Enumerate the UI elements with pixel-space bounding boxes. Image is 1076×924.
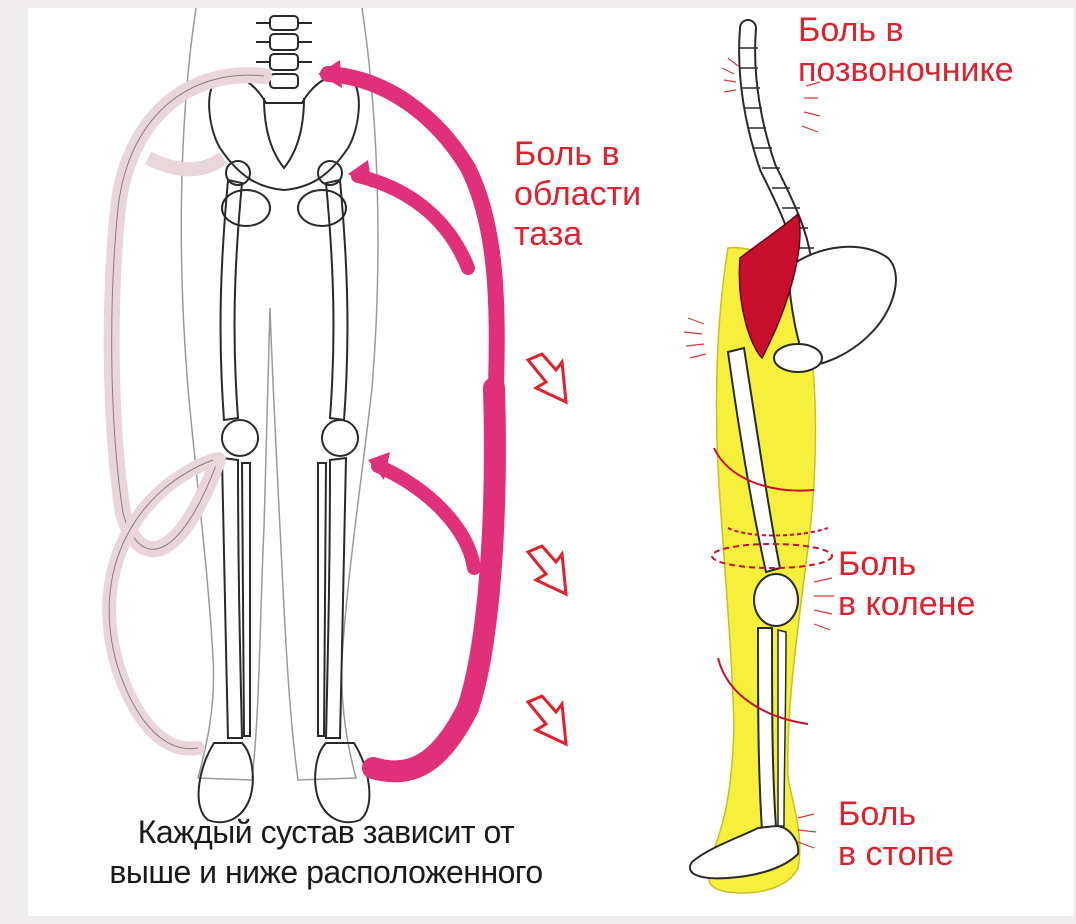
pink-arrow-spine bbox=[328, 74, 497, 388]
caption-line-1: Каждый сустав зависит от bbox=[46, 812, 606, 852]
transition-arrows bbox=[528, 354, 566, 744]
label-pelvis-pain: Боль в области таза bbox=[514, 134, 641, 254]
pink-arrow-pelvis bbox=[358, 176, 468, 268]
right-foot bbox=[315, 743, 369, 822]
front-skeleton bbox=[181, 8, 378, 822]
pink-arrow-foot bbox=[373, 388, 495, 771]
left-tibia bbox=[222, 458, 242, 738]
transition-arrow-1 bbox=[528, 354, 566, 402]
left-foot bbox=[199, 743, 253, 822]
side-knee bbox=[754, 574, 798, 626]
caption: Каждый сустав зависит от выше и ниже рас… bbox=[46, 812, 606, 892]
left-fibula bbox=[242, 463, 250, 736]
diagram-canvas: Боль в позвоночнике Боль в области таза … bbox=[28, 8, 1074, 916]
label-foot-pain: Боль в стопе bbox=[838, 794, 954, 874]
right-fibula bbox=[318, 463, 326, 736]
pink-arrow-knee bbox=[378, 466, 474, 568]
left-knee bbox=[222, 420, 258, 456]
transition-arrow-3 bbox=[528, 696, 566, 744]
transition-arrow-2 bbox=[528, 546, 566, 594]
caption-line-2: выше и ниже расположенного bbox=[46, 852, 606, 892]
pelvis-bone bbox=[209, 75, 359, 226]
right-knee bbox=[322, 420, 358, 456]
side-skeleton bbox=[684, 28, 896, 893]
label-spine-pain: Боль в позвоночнике bbox=[798, 10, 1014, 90]
label-knee-pain: Боль в колене bbox=[838, 544, 975, 624]
